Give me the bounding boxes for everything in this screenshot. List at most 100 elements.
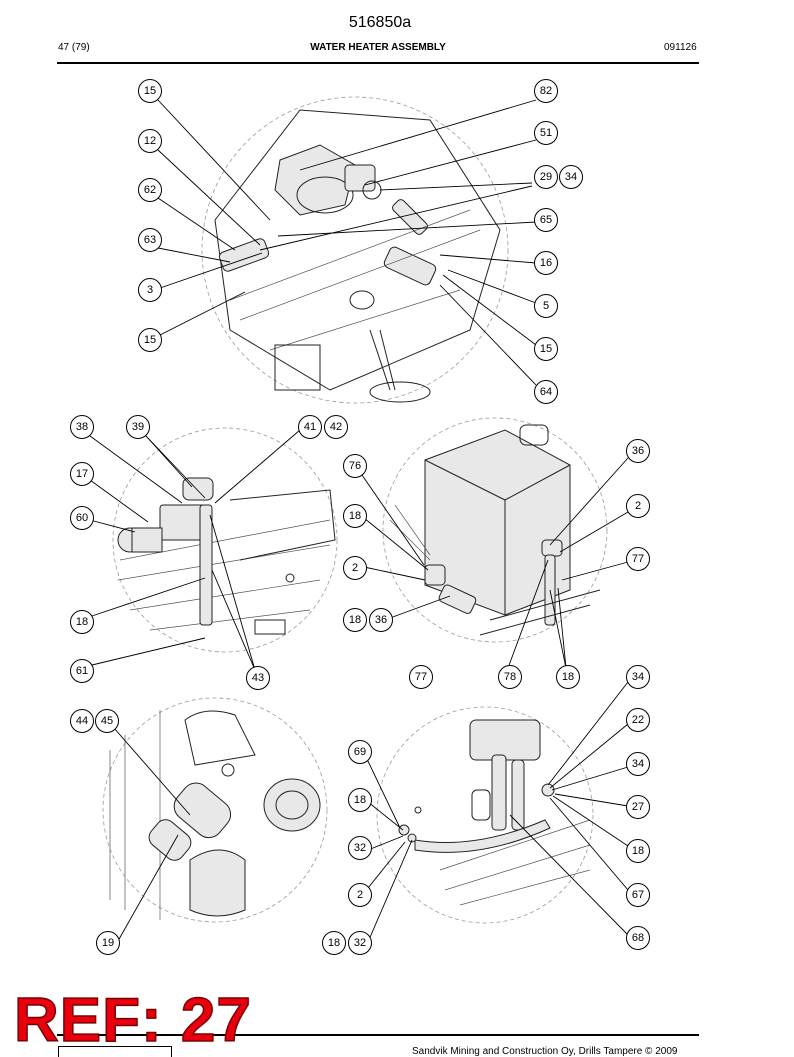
svg-text:34: 34 xyxy=(632,671,644,683)
svg-text:34: 34 xyxy=(632,758,644,770)
callout-44: 44 xyxy=(70,709,94,733)
detail-2-view xyxy=(112,427,338,653)
callout-18: 18 xyxy=(556,665,580,689)
svg-text:18: 18 xyxy=(562,671,574,683)
callout-38: 38 xyxy=(70,415,94,439)
svg-text:34: 34 xyxy=(565,171,577,183)
callout-12: 12 xyxy=(138,129,162,153)
svg-text:65: 65 xyxy=(540,214,552,226)
detail-3-view xyxy=(382,417,608,643)
svg-text:18: 18 xyxy=(349,614,361,626)
callout-15: 15 xyxy=(138,79,162,103)
svg-text:2: 2 xyxy=(635,500,641,512)
svg-text:78: 78 xyxy=(504,671,516,683)
svg-text:12: 12 xyxy=(144,135,156,147)
callout-18: 18 xyxy=(348,788,372,812)
detail-1-view xyxy=(201,96,509,404)
callout-29: 29 xyxy=(534,165,558,189)
svg-text:17: 17 xyxy=(76,468,88,480)
callout-19: 19 xyxy=(96,931,120,955)
svg-text:82: 82 xyxy=(540,85,552,97)
svg-text:44: 44 xyxy=(76,715,88,727)
svg-text:45: 45 xyxy=(101,715,113,727)
ref-stamp: REF: 27 xyxy=(13,985,252,1056)
callout-17: 17 xyxy=(70,462,94,486)
callout-15: 15 xyxy=(534,337,558,361)
detail-4-view xyxy=(102,697,328,923)
svg-text:16: 16 xyxy=(540,257,552,269)
svg-text:67: 67 xyxy=(632,889,644,901)
svg-text:39: 39 xyxy=(132,421,144,433)
svg-text:51: 51 xyxy=(540,127,552,139)
callout-5: 5 xyxy=(534,294,558,318)
callout-18: 18 xyxy=(70,610,94,634)
callout-82: 82 xyxy=(534,79,558,103)
svg-text:42: 42 xyxy=(330,421,342,433)
svg-text:22: 22 xyxy=(632,714,644,726)
callout-64: 64 xyxy=(534,380,558,404)
callout-45: 45 xyxy=(95,709,119,733)
svg-text:15: 15 xyxy=(144,85,156,97)
doc-date-code: 091126 xyxy=(664,42,697,53)
callout-67: 67 xyxy=(626,883,650,907)
detail-5-view xyxy=(376,706,594,924)
callout-62: 62 xyxy=(138,178,162,202)
callout-76: 76 xyxy=(343,454,367,478)
callout-63: 63 xyxy=(138,228,162,252)
callout-42: 42 xyxy=(324,415,348,439)
callout-36: 36 xyxy=(369,608,393,632)
svg-text:29: 29 xyxy=(540,171,552,183)
svg-text:36: 36 xyxy=(375,614,387,626)
svg-text:19: 19 xyxy=(102,937,114,949)
svg-text:18: 18 xyxy=(328,937,340,949)
svg-text:18: 18 xyxy=(632,845,644,857)
svg-text:32: 32 xyxy=(354,937,366,949)
callout-22: 22 xyxy=(626,708,650,732)
page-counter: 47 (79) xyxy=(58,42,90,53)
callout-32: 32 xyxy=(348,836,372,860)
callout-27: 27 xyxy=(626,795,650,819)
callout-78: 78 xyxy=(498,665,522,689)
svg-text:64: 64 xyxy=(540,386,552,398)
header-rule xyxy=(57,62,699,64)
callout-65: 65 xyxy=(534,208,558,232)
svg-text:18: 18 xyxy=(349,510,361,522)
svg-text:77: 77 xyxy=(415,671,427,683)
callout-34: 34 xyxy=(626,665,650,689)
svg-text:77: 77 xyxy=(632,553,644,565)
svg-text:18: 18 xyxy=(76,616,88,628)
callout-18: 18 xyxy=(322,931,346,955)
svg-text:68: 68 xyxy=(632,932,644,944)
callout-34: 34 xyxy=(559,165,583,189)
svg-text:38: 38 xyxy=(76,421,88,433)
svg-text:41: 41 xyxy=(304,421,316,433)
svg-text:15: 15 xyxy=(540,343,552,355)
callout-2: 2 xyxy=(348,883,372,907)
callout-34: 34 xyxy=(626,752,650,776)
svg-text:32: 32 xyxy=(354,842,366,854)
svg-text:18: 18 xyxy=(354,794,366,806)
callout-18: 18 xyxy=(343,504,367,528)
callout-77: 77 xyxy=(409,665,433,689)
svg-text:2: 2 xyxy=(352,562,358,574)
callout-41: 41 xyxy=(298,415,322,439)
callout-61: 61 xyxy=(70,659,94,683)
svg-text:76: 76 xyxy=(349,460,361,472)
svg-text:61: 61 xyxy=(76,665,88,677)
svg-text:69: 69 xyxy=(354,746,366,758)
callout-18: 18 xyxy=(343,608,367,632)
callout-16: 16 xyxy=(534,251,558,275)
callout-2: 2 xyxy=(626,494,650,518)
svg-text:15: 15 xyxy=(144,334,156,346)
doc-title: WATER HEATER ASSEMBLY xyxy=(310,42,446,53)
callout-68: 68 xyxy=(626,926,650,950)
svg-text:3: 3 xyxy=(147,284,153,296)
callout-2: 2 xyxy=(343,556,367,580)
callout-69: 69 xyxy=(348,740,372,764)
callout-15: 15 xyxy=(138,328,162,352)
callout-18: 18 xyxy=(626,839,650,863)
callout-32: 32 xyxy=(348,931,372,955)
callout-60: 60 xyxy=(70,506,94,530)
footer-copyright: Sandvik Mining and Construction Oy, Dril… xyxy=(412,1046,678,1057)
svg-text:2: 2 xyxy=(357,889,363,901)
